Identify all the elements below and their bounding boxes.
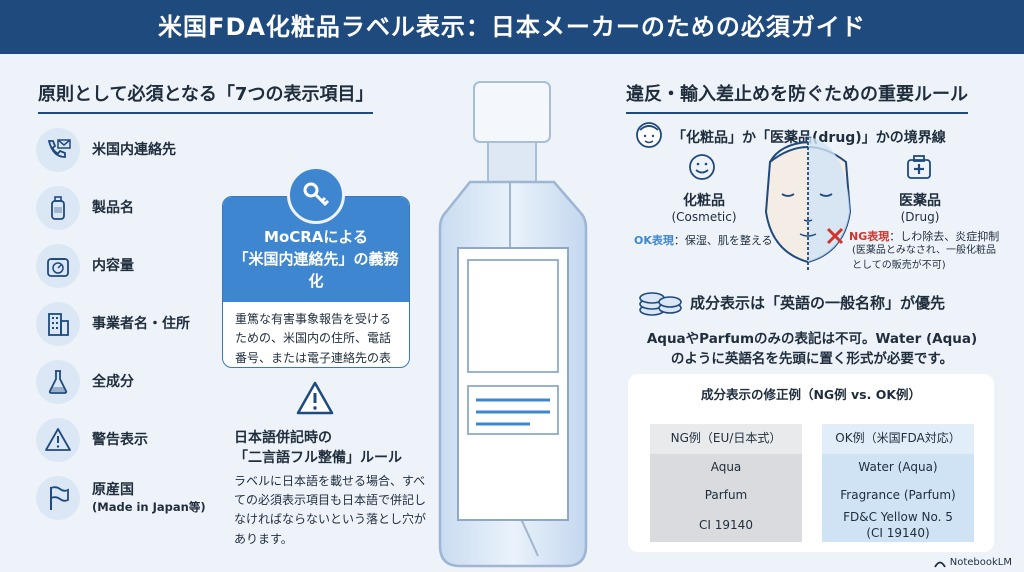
right-section-title: 違反・輸入差止めを防ぐための重要ルール [626,80,968,114]
list-item-sublabel: (Made in Japan等) [92,499,206,514]
ng-header: NG例（EU/日本式） [650,424,802,454]
list-item-label: 原産国 [92,481,134,498]
ng-cross-icon [826,227,844,245]
mocra-body: 重篤な有害事象報告を受けるための、米国内の住所、電話番号、または電子連絡先の表示… [235,312,392,365]
bottle-icon [36,186,80,230]
notebooklm-icon [933,561,946,567]
list-item-net-contents: 内容量 [36,244,134,288]
list-item-label: 米国内連絡先 [92,141,176,158]
ng-note-line1: (医薬品とみなされ、一般化粧品 [852,245,997,256]
medical-kit-icon [907,155,931,179]
drug-en: (Drug) [900,210,940,224]
flask-icon [36,360,80,404]
list-item-business-address: 事業者名・住所 [36,302,190,346]
ok-row-line1: FD&C Yellow No. 5 [843,510,953,525]
notebooklm-logo: NotebookLM [933,557,1012,568]
bilingual-title-line1: 日本語併記時の [234,430,332,446]
list-item-label: 全成分 [92,373,134,390]
ok-header: OK例（米国FDA対応） [822,424,974,454]
list-item-label: 内容量 [92,257,134,274]
flag-icon [36,476,80,520]
mocra-title-line2: 「米国内連絡先」の義務化 [233,249,399,290]
ng-row: Parfum [650,482,802,510]
smile-icon [689,154,715,180]
list-item-contact: 米国内連絡先 [36,128,176,172]
ingredients-table: 成分表示の修正例（NG例 vs. OK例） NG例（EU/日本式） Aqua P… [628,374,994,552]
page-title: 米国FDA化粧品ラベル表示：日本メーカーのための必須ガイド [0,0,1024,54]
cosmetic-en: (Cosmetic) [671,210,737,224]
ok-text: ：保湿、肌を整える [673,234,773,247]
ng-text: ：しわ除去、炎症抑制 [889,230,1000,243]
ingredients-body: AquaやParfumのみの表記は不可。Water (Aqua) のように英語名… [624,329,1000,370]
list-item-origin: 原産国 (Made in Japan等) [36,476,206,520]
ok-row: Fragrance (Parfum) [822,482,974,510]
ok-prefix: OK表現 [634,234,674,247]
building-icon [36,302,80,346]
bilingual-title: 日本語併記時の 「二言語フル整備」ルール [234,428,402,469]
notebooklm-brand: NotebookLM [949,557,1012,568]
ng-prefix: NG表現 [849,230,890,243]
ng-row: CI 19140 [650,510,802,542]
list-item-warning: 警告表示 [36,418,148,462]
ok-row-line2: (CI 19140) [866,526,930,540]
ingredients-title: 成分表示は「英語の一般名称」が優先 [690,294,946,312]
key-icon [287,166,345,224]
drug-label: 医薬品 [899,193,941,209]
list-item-label: 警告表示 [92,431,148,448]
list-item-label-group: 原産国 (Made in Japan等) [92,481,206,515]
ingredients-body-line1: AquaやParfumのみの表記は不可。Water (Aqua) [646,331,978,347]
cosmetic-label: 化粧品 [683,193,725,209]
ingredients-body-line2: のように英語名を先頭に置く形式が必要です。 [670,351,954,368]
ng-expression: NG表現：しわ除去、炎症抑制 [849,228,999,244]
face-icon [636,122,662,148]
phone-mail-icon [36,128,80,172]
bottle-illustration [438,81,588,568]
left-section-title: 原則として必須となる「7つの表示項目」 [38,80,374,114]
warning-icon [36,418,80,462]
list-item-ingredients: 全成分 [36,360,134,404]
list-item-label: 事業者名・住所 [92,315,190,332]
list-item-label: 製品名 [92,199,134,216]
ok-row: FD&C Yellow No. 5 (CI 19140) [822,510,974,542]
warning-icon [296,381,334,415]
table-title: 成分表示の修正例（NG例 vs. OK例） [700,387,922,402]
ng-note: (医薬品とみなされ、一般化粧品 としての販売が不可) [852,244,996,273]
ok-expression: OK表現：保湿、肌を整える [634,232,773,248]
coins-icon [639,292,682,316]
list-item-product-name: 製品名 [36,186,134,230]
ng-row: Aqua [650,454,802,482]
bilingual-body: ラベルに日本語を載せる場合、すべての必須表示項目も日本語で併記しなければならない… [234,474,427,546]
ok-row: Water (Aqua) [822,454,974,482]
mocra-card: MoCRAによる 「米国内連絡先」の義務化 重篤な有害事象報告を受けるための、米… [222,196,410,368]
ng-note-line2: としての販売が不可) [852,259,946,271]
bilingual-title-line2: 「二言語フル整備」ルール [234,450,402,467]
scale-icon [36,244,80,288]
face-split-illustration [764,132,852,272]
mocra-title-line1: MoCRAによる [264,228,368,246]
